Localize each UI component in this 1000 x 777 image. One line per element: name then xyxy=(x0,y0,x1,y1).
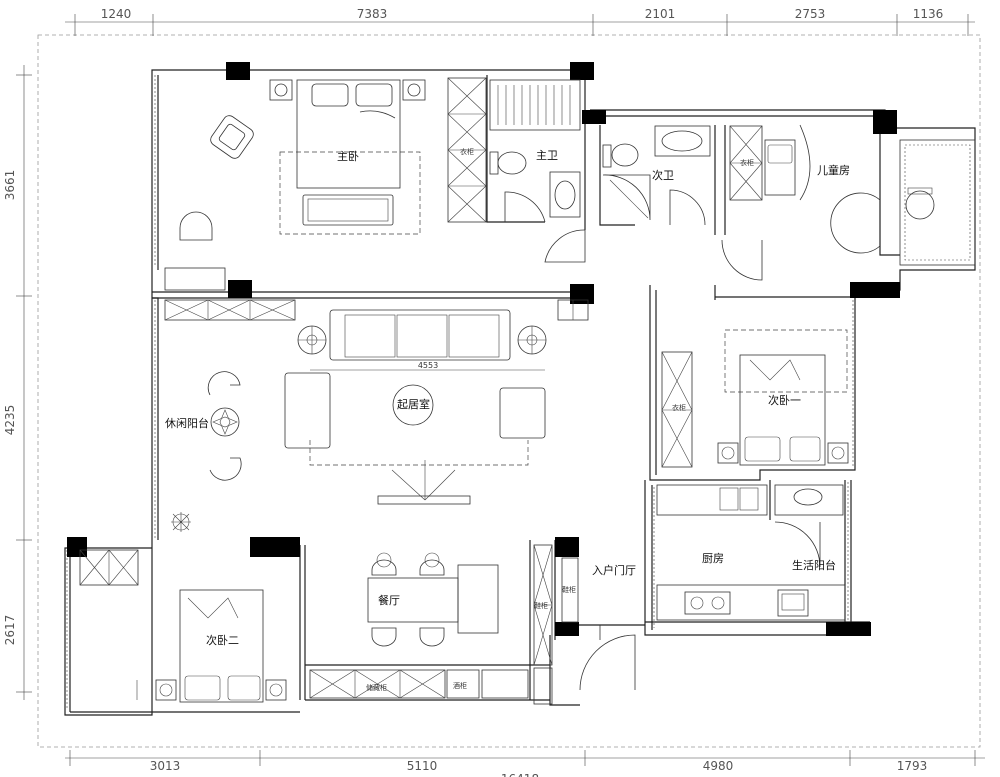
dim-bottom-1: 3013 xyxy=(150,759,181,773)
master-bath-fixtures xyxy=(489,79,586,263)
wardrobe-kids-label: 衣柜 xyxy=(740,158,754,167)
wall-hatch xyxy=(66,75,854,710)
shoe-cabinet-label-2: 鞋柜 xyxy=(562,585,576,594)
bedroom-one-furniture: 衣柜 xyxy=(661,329,849,468)
label-leisure-balcony: 休闲阳台 xyxy=(165,416,209,430)
dining-furniture: 储藏柜 酒柜 鞋柜 鞋柜 xyxy=(309,544,636,705)
label-master-bath: 主卫 xyxy=(536,149,558,162)
label-entrance-hall: 入户门厅 xyxy=(592,563,636,577)
room-labels: 主卧 主卫 次卫 儿童房 起居室 休闲阳台 次卧一 厨房 生活阳台 入户门厅 餐… xyxy=(165,149,850,647)
label-dining-room: 餐厅 xyxy=(378,593,400,607)
top-dimension-line: 1240 7383 2101 2753 1136 xyxy=(65,7,975,36)
dim-left-3: 2617 xyxy=(3,615,17,646)
dim-top-1: 1240 xyxy=(101,7,132,21)
label-second-bath: 次卫 xyxy=(652,168,674,182)
label-master-bedroom: 主卧 xyxy=(337,150,359,163)
kitchen-fixtures xyxy=(656,484,846,621)
master-bedroom-furniture: 衣柜 xyxy=(164,77,487,291)
dim-top-3: 2101 xyxy=(645,7,676,21)
dim-top-2: 7383 xyxy=(357,7,388,21)
dim-top-4: 2753 xyxy=(795,7,826,21)
second-bath-fixtures xyxy=(602,125,763,281)
wine-cabinet-label: 储藏柜 xyxy=(366,683,387,692)
dim-left-2: 4235 xyxy=(3,405,17,436)
wardrobe-bed1-label: 衣柜 xyxy=(672,403,686,412)
label-utility-balcony: 生活阳台 xyxy=(792,558,836,572)
living-room-furniture: 4553 xyxy=(164,299,589,532)
left-dimension-line: 3661 4235 2617 xyxy=(3,65,32,700)
bottom-dimension-line: 3013 5110 4980 1793 16418 xyxy=(65,750,985,777)
dim-bottom-total: 16418 xyxy=(501,772,539,777)
wardrobe-label: 衣柜 xyxy=(460,147,474,156)
dim-bottom-4: 1793 xyxy=(897,759,928,773)
label-bedroom-one: 次卧一 xyxy=(768,393,801,407)
living-width-dim: 4553 xyxy=(418,361,438,370)
label-bedroom-two: 次卧二 xyxy=(206,633,239,647)
label-kids-room: 儿童房 xyxy=(817,163,850,177)
drawing-frame xyxy=(37,34,981,748)
dim-top-5: 1136 xyxy=(913,7,944,21)
bedroom-two-furniture xyxy=(79,549,287,703)
drinks-label: 酒柜 xyxy=(453,681,467,690)
label-kitchen: 厨房 xyxy=(702,552,724,565)
shoe-cabinet-label-1: 鞋柜 xyxy=(534,601,548,610)
dim-left-1: 3661 xyxy=(3,170,17,201)
kids-room-furniture: 衣柜 xyxy=(729,124,935,254)
dim-bottom-2: 5110 xyxy=(407,759,438,773)
label-living-room: 起居室 xyxy=(397,397,430,411)
dim-bottom-3: 4980 xyxy=(703,759,734,773)
structural-columns xyxy=(67,62,900,636)
